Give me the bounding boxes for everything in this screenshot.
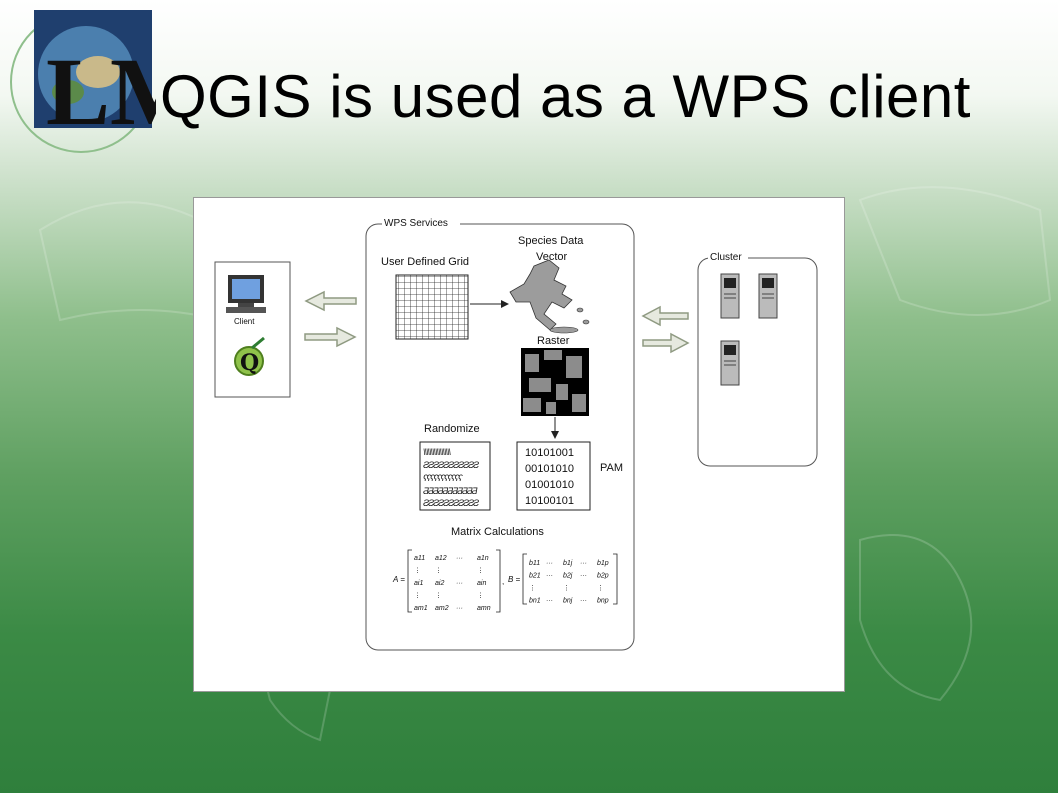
server-icon xyxy=(720,340,740,386)
matrix-cell: ⋮ xyxy=(414,593,421,600)
matrix-cell: ⋮ xyxy=(529,585,536,592)
matrix-cell: bnj xyxy=(563,598,573,605)
matrix-cell: am2 xyxy=(435,605,449,612)
matrix-cell: b11 xyxy=(529,560,540,567)
matrix-cell: amn xyxy=(477,605,491,612)
server-icon xyxy=(720,273,740,319)
pam-row: 00101010 xyxy=(525,463,574,475)
pam-label: PAM xyxy=(600,462,623,474)
matrix-cell: ⋮ xyxy=(597,585,604,592)
matrix-cell: ai1 xyxy=(414,580,423,587)
matrix-cell: ··· xyxy=(456,555,463,562)
svg-text:,: , xyxy=(502,577,504,586)
species-label-2: Vector xyxy=(536,251,568,263)
matrix-b: B = b11 ··· b1j ··· b1p b21 ··· b2j ··· b2p ⋮ ⋮ ⋮ bn1… xyxy=(508,553,618,605)
arrow-wps-to-client xyxy=(304,290,357,312)
matrix-cell: ⋮ xyxy=(477,593,484,600)
wps-services-label: WPS Services xyxy=(384,218,448,229)
server-icon xyxy=(758,273,778,319)
matrix-a: A = a11 a12 ··· a1n ⋮ ⋮ ⋮ ai1 ai2 ··· ain ⋮ ⋮ ⋮ am1 am2… xyxy=(392,549,501,613)
user-grid-label: User Defined Grid xyxy=(381,256,469,268)
matrix-cell: ··· xyxy=(546,560,553,567)
arrow-wps-to-cluster xyxy=(642,332,690,354)
matrix-cell: ··· xyxy=(580,560,587,567)
matrix-cell: ai2 xyxy=(435,580,444,587)
matrix-cell: ··· xyxy=(580,573,587,580)
matrix-a-name: A = xyxy=(392,575,405,584)
pam-row: 10100101 xyxy=(525,495,574,507)
matrix-cell: b21 xyxy=(529,573,541,580)
matrix-cell: ··· xyxy=(546,598,553,605)
svg-text:ʕʕʕʕʕʕʕʕʕʕʕ: ʕʕʕʕʕʕʕʕʕʕʕ xyxy=(423,473,463,483)
matrix-cell: bnp xyxy=(597,598,609,605)
matrix-cell: a11 xyxy=(414,555,425,562)
qgis-icon: Q xyxy=(234,336,265,376)
matrix-cell: b2j xyxy=(563,573,573,580)
matrix-cell: ⋮ xyxy=(435,593,442,600)
slide-title: QGIS is used as a WPS client xyxy=(160,63,971,130)
client-label: Client xyxy=(234,317,255,326)
matrix-cell: a1n xyxy=(477,555,489,562)
arrow-cluster-to-wps xyxy=(641,305,689,327)
matrix-cell: ··· xyxy=(546,573,553,580)
svg-text:\\\\\\\\\\\\\\\\\\: \\\\\\\\\\\\\\\\\\ xyxy=(423,447,452,457)
matrix-cell: bn1 xyxy=(529,598,541,605)
matrix-cell: ··· xyxy=(456,580,463,587)
matrix-cell: ··· xyxy=(580,598,587,605)
wps-services-group: WPS Services User Defined Grid Species D… xyxy=(365,217,635,651)
svg-text:ƧƧƧƧƧƧƧƧƧƧƧ: ƧƧƧƧƧƧƧƧƧƧƧ xyxy=(423,460,479,470)
randomize-label: Randomize xyxy=(424,423,480,435)
matrix-cell: a12 xyxy=(435,555,447,562)
matrix-cell: ⋮ xyxy=(414,568,421,575)
lm-logo: LM xyxy=(6,4,201,154)
arrow-client-to-wps xyxy=(304,326,357,348)
matrix-calc-label: Matrix Calculations xyxy=(451,526,544,538)
raster-image xyxy=(521,348,589,416)
matrix-cell: ain xyxy=(477,580,486,587)
matrix-cell: ⋮ xyxy=(435,568,442,575)
cluster-label: Cluster xyxy=(710,252,742,263)
pam-box xyxy=(516,441,591,511)
svg-text:ƧƧƧƧƧƧƧƧƧƧƧ: ƧƧƧƧƧƧƧƧƧƧƧ xyxy=(423,498,479,508)
matrix-cell: b1p xyxy=(597,560,609,567)
svg-text:ƋƋƋƋƋƋƋƋƋƋƋ: ƋƋƋƋƋƋƋƋƋƋƋ xyxy=(423,486,478,496)
raster-label: Raster xyxy=(537,335,570,347)
matrix-cell: ··· xyxy=(456,605,463,612)
svg-text:Q: Q xyxy=(240,350,259,376)
user-grid-image xyxy=(395,274,469,340)
computer-icon xyxy=(226,275,266,313)
wps-diagram: Client Q WPS Services User Defined Grid … xyxy=(193,197,845,692)
species-vector-map xyxy=(509,259,573,331)
pam-row: 10101001 xyxy=(525,447,574,459)
pam-row: 01001010 xyxy=(525,479,574,491)
matrix-cell: ⋮ xyxy=(477,568,484,575)
matrix-b-name: B = xyxy=(508,575,521,584)
species-label-1: Species Data xyxy=(518,235,584,247)
client-box: Client Q xyxy=(214,261,291,398)
matrix-cell: ⋮ xyxy=(563,585,570,592)
matrix-cell: b1j xyxy=(563,560,573,567)
matrix-cell: am1 xyxy=(414,605,428,612)
logo-lettering: LM xyxy=(46,38,156,145)
cluster-group: Cluster xyxy=(697,251,818,467)
randomize-image: \\\\\\\\\\\\\\\\\\ ƧƧƧƧƧƧƧƧƧƧƧ ʕʕʕʕʕʕʕʕʕ… xyxy=(419,441,491,511)
matrix-cell: b2p xyxy=(597,573,609,580)
